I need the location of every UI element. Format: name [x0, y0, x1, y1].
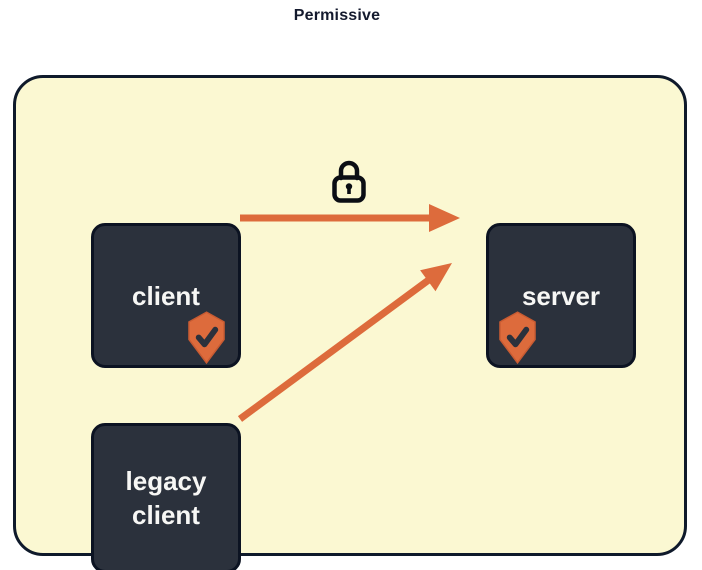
- node-client-label: client: [132, 280, 200, 311]
- node-legacy-client: legacy client: [91, 423, 241, 570]
- node-client: client: [91, 223, 241, 368]
- node-server-label: server: [521, 280, 601, 311]
- permissive-mode-zone: client server legacy client: [13, 75, 687, 570]
- lock-icon: [332, 160, 366, 203]
- shield-check-icon: [188, 311, 225, 365]
- diagram-title: Permissive: [293, 7, 381, 24]
- node-server: server: [486, 223, 636, 368]
- shield-check-icon: [499, 311, 536, 365]
- node-legacy-client-label: legacy client: [125, 466, 207, 530]
